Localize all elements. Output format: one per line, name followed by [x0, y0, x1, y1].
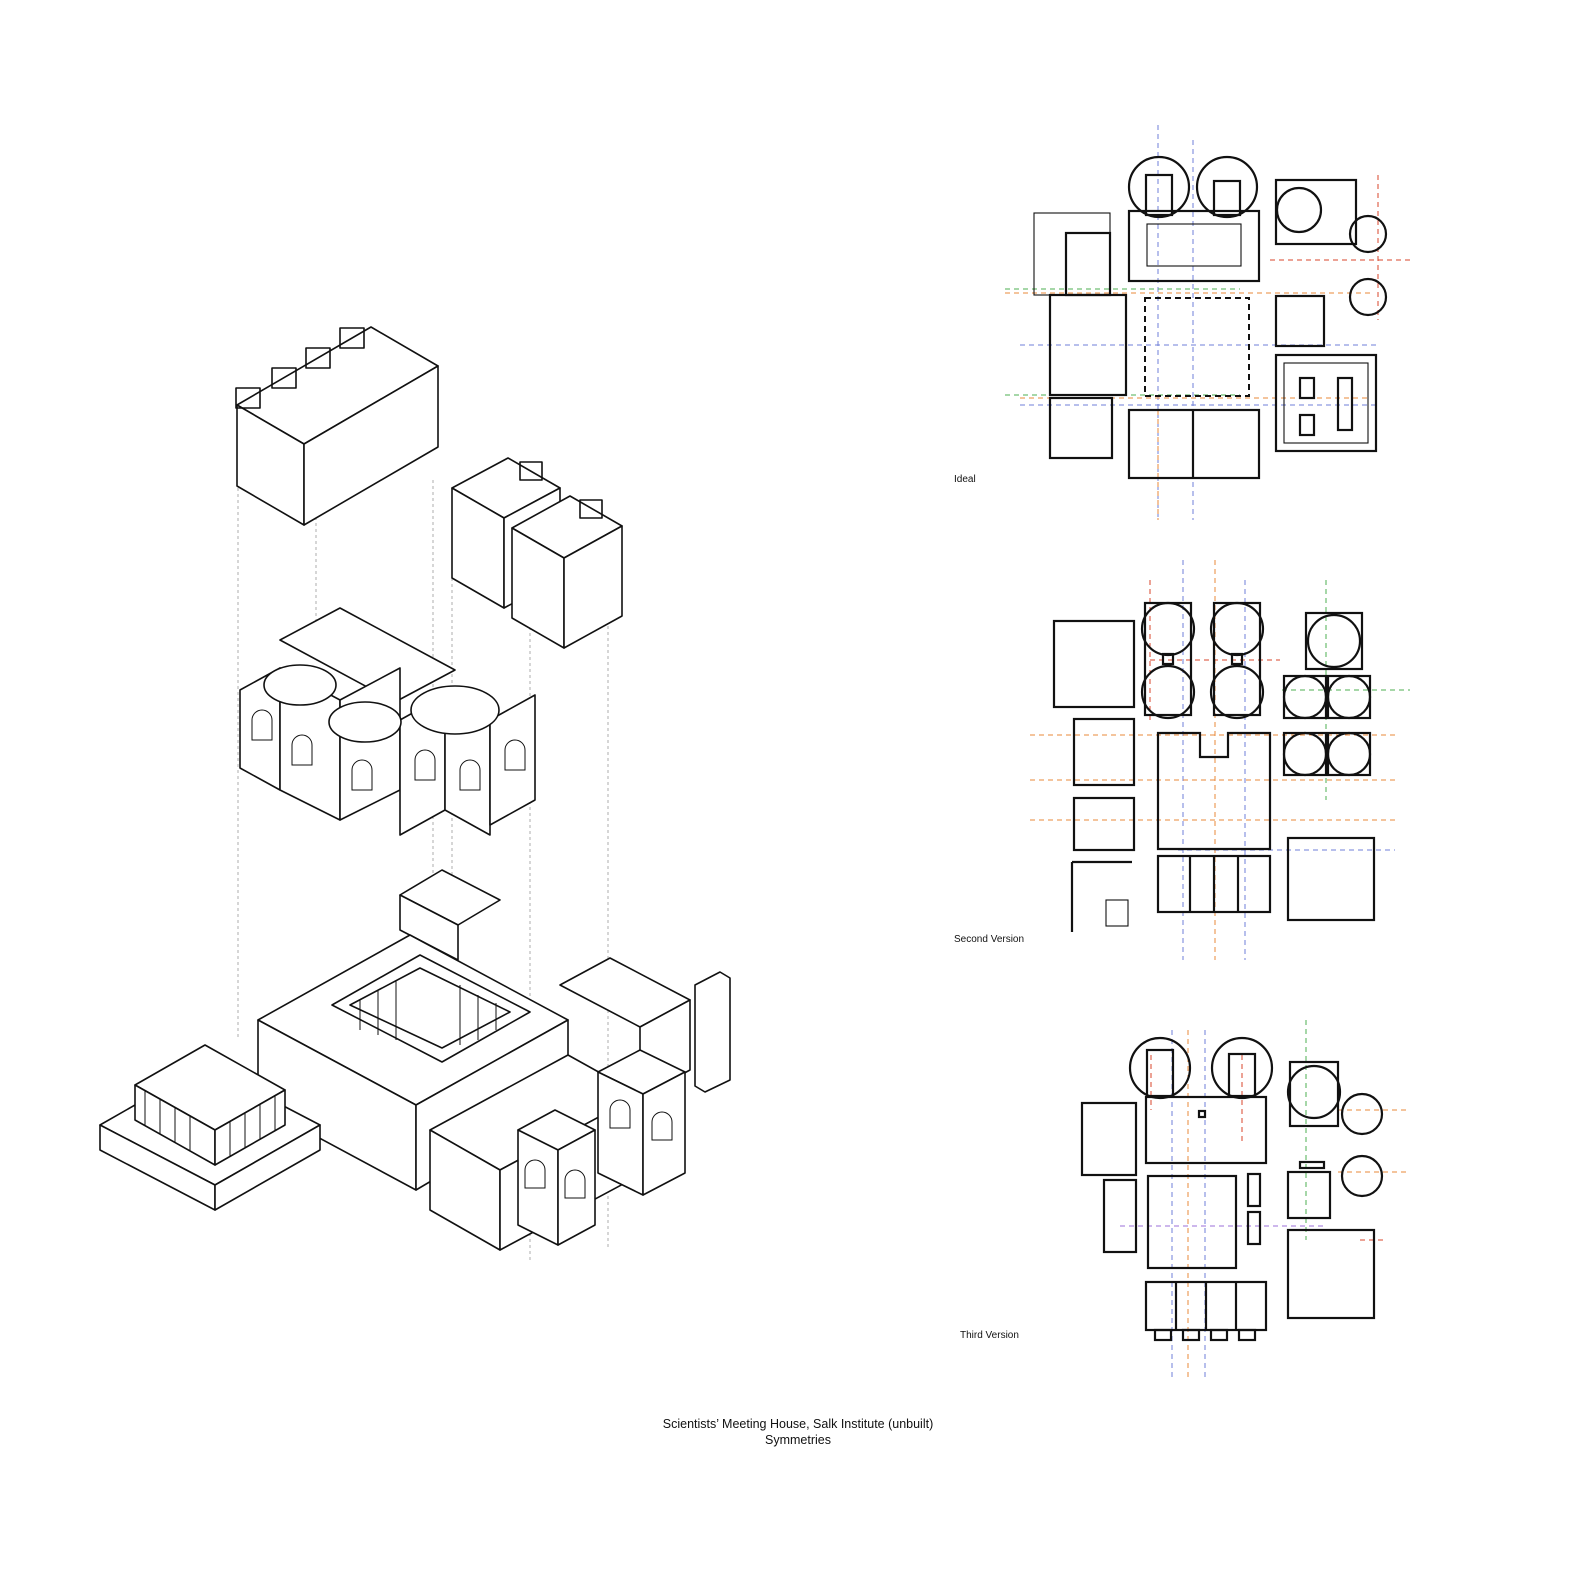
caption-title: Scientists’ Meeting House, Salk Institut… — [662, 1417, 934, 1431]
ground-plan-layer — [99, 869, 731, 1251]
plan-label-ideal: Ideal — [954, 474, 976, 485]
plan-ideal — [1005, 125, 1410, 520]
middle-tower-layer — [239, 607, 536, 836]
plan-second — [1030, 560, 1410, 960]
plan-label-second: Second Version — [954, 934, 1025, 945]
plan-third — [1080, 1020, 1410, 1380]
roof-blocks-right — [451, 457, 623, 649]
caption-subtitle: Symmetries — [765, 1433, 831, 1447]
figure-caption: Scientists’ Meeting House, Salk Institut… — [0, 1416, 1596, 1448]
plan-label-third: Third Version — [960, 1330, 1019, 1341]
roof-block-left — [235, 326, 439, 526]
